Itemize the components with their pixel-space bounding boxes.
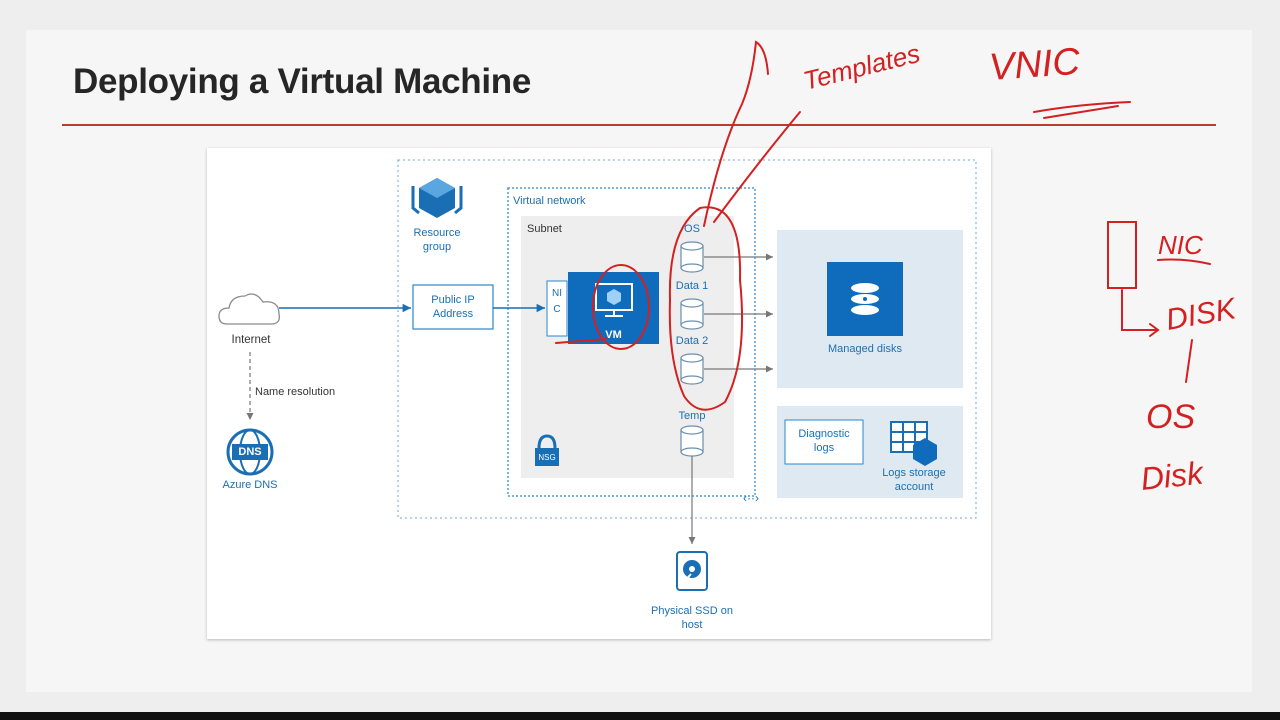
disk-temp	[680, 425, 704, 457]
diagnostic-logs-box	[784, 419, 864, 465]
disk-data2-label: Data 2	[675, 335, 709, 347]
disk-os-label: OS	[684, 223, 700, 235]
disk-data1-label: Data 1	[675, 280, 709, 292]
title-divider	[62, 124, 1216, 126]
logs-storage-label: Logs storage account	[882, 467, 946, 493]
disk-data1	[680, 298, 704, 330]
resource-group-label: Resource group	[413, 227, 461, 253]
physical-ssd-label: Physical SSD on host	[651, 605, 733, 631]
managed-disks-label: Managed disks	[828, 343, 902, 355]
nsg-label: NSG	[538, 453, 556, 462]
diagram-canvas: ‹··›	[218, 159, 977, 591]
internet-label: Internet	[231, 334, 271, 346]
cloud-icon	[218, 293, 280, 325]
public-ip-box	[412, 284, 494, 330]
nic-box	[546, 280, 568, 337]
disk-os	[680, 241, 704, 273]
dns-badge-label: DNS	[238, 446, 262, 458]
virtual-network-label: Virtual network	[513, 195, 586, 207]
public-ip-label: Public IP Address	[431, 294, 475, 320]
architecture-diagram: ‹··› Internet Name resolution DNS Azure …	[207, 148, 991, 639]
disk-temp-label: Temp	[678, 410, 706, 422]
virtual-network-boundary	[507, 187, 756, 497]
azure-dns-label: Azure DNS	[222, 479, 278, 491]
bottom-bar	[0, 712, 1280, 720]
physical-ssd-icon	[676, 551, 708, 591]
nic-label: NIC	[552, 288, 562, 315]
vm-label: VM	[605, 329, 622, 341]
diagnostic-logs-label: Diagnostic logs	[798, 428, 850, 454]
resource-group-icon	[411, 178, 463, 218]
svg-text:‹··›: ‹··›	[743, 491, 759, 505]
slide-title: Deploying a Virtual Machine	[73, 62, 532, 101]
storage-account-icon	[890, 421, 937, 466]
name-resolution-label: Name resolution	[255, 386, 336, 398]
disk-data2	[680, 353, 704, 385]
nsg-lock-icon	[535, 434, 559, 466]
subnet-label: Subnet	[527, 223, 562, 235]
resource-group-boundary	[397, 159, 977, 519]
